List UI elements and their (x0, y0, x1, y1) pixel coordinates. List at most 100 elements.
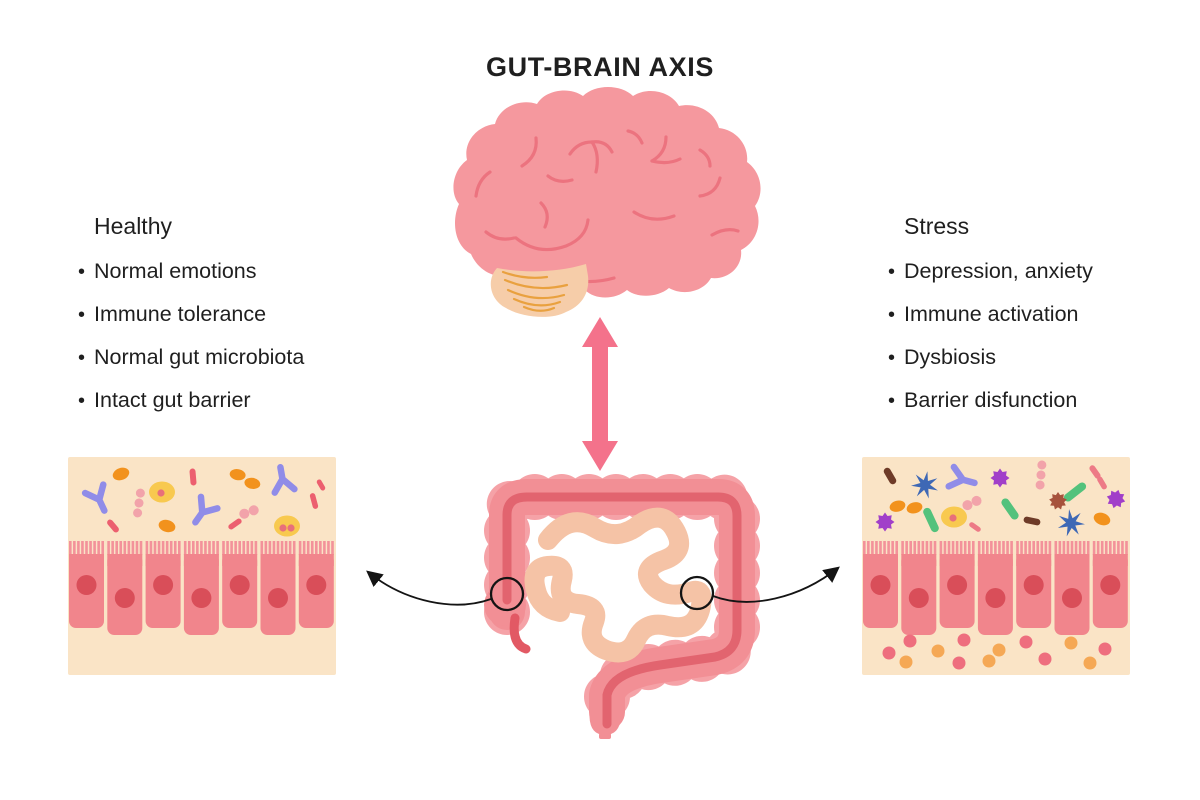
oval-microbe-icon (158, 519, 176, 533)
villi-line (967, 541, 971, 555)
gear-microbe-icon (875, 512, 895, 532)
villi-line (1070, 541, 1074, 555)
villi-line (1044, 541, 1048, 555)
villi-line (913, 541, 917, 555)
epithelial-cell-top (69, 554, 104, 566)
villi-line (909, 541, 912, 555)
healthy-heading: Healthy (94, 213, 172, 239)
villi-line (883, 541, 886, 555)
villi-line (292, 541, 296, 555)
blob-microbe-icon (274, 515, 300, 537)
leaked-molecule-dot (1083, 656, 1097, 670)
villi-line (331, 541, 334, 555)
chain-microbe-icon (133, 488, 145, 518)
villi-line (1100, 541, 1104, 555)
villi-line (97, 541, 100, 555)
villi-line (115, 541, 118, 555)
stress-heading: Stress (904, 213, 970, 239)
cell-nucleus (268, 588, 288, 608)
connector-arrow-left (366, 570, 492, 606)
rod-microbe-icon (923, 507, 939, 533)
villi-line (1092, 541, 1096, 555)
cell-nucleus (306, 575, 327, 595)
stress-barrier-panel (862, 457, 1130, 675)
villi-line (1036, 541, 1040, 555)
villi-line (1006, 541, 1009, 555)
leaked-molecule-dot (992, 643, 1006, 657)
brain-gut-arrow (582, 317, 618, 471)
gear-microbe-icon (1106, 489, 1126, 509)
magnifier-circle-right (679, 575, 715, 611)
villi-line (1040, 541, 1044, 555)
villi-line (986, 541, 989, 555)
villi-line (107, 541, 110, 555)
microbiota-layer (875, 460, 1126, 537)
villi-line (929, 541, 933, 555)
villi-line (264, 541, 268, 555)
villi-line (165, 541, 169, 555)
villi-line (895, 541, 898, 555)
villi-line (879, 541, 882, 555)
leaked-molecule-dot (882, 646, 896, 660)
rectum-tip (599, 733, 611, 739)
villi-line (123, 541, 127, 555)
villi-line (990, 541, 993, 555)
colon-inner-line (502, 492, 742, 729)
villi-line (192, 541, 195, 555)
healthy-list-item: Normal emotions (78, 260, 378, 283)
stress-list-item: Dysbiosis (888, 346, 1188, 369)
villi-line (254, 541, 258, 555)
villi-line (1020, 541, 1023, 555)
villi-line (1002, 541, 1005, 555)
villi-line (173, 541, 177, 555)
pair-microbe-icon (962, 495, 982, 511)
villi-line (73, 541, 76, 555)
blob-microbe-icon (149, 481, 175, 503)
stress-list-item: Barrier disfunction (888, 389, 1188, 412)
cell-nucleus (153, 575, 174, 595)
villi-line (323, 541, 326, 555)
healthy-column: Healthy Normal emotionsImmune toleranceN… (78, 213, 378, 412)
villi-line (951, 541, 955, 555)
villi-line (226, 541, 229, 555)
rod-microbe-icon (1023, 516, 1041, 526)
villi-line (183, 541, 187, 555)
villi-line (260, 541, 264, 555)
villi-line (216, 541, 219, 555)
villi-line (933, 541, 937, 555)
rod-microbe-icon (316, 479, 326, 491)
villi-line (1058, 541, 1062, 555)
rod-microbe-icon (1063, 482, 1087, 502)
leaked-molecule-dot (1098, 642, 1112, 656)
healthy-list-item: Immune tolerance (78, 303, 378, 326)
villi-line (1074, 541, 1078, 555)
epithelial-cell-top (939, 554, 975, 566)
villi-line (178, 541, 181, 555)
cell-nucleus (870, 575, 891, 595)
villi-line (284, 541, 288, 555)
cell-nucleus (229, 575, 250, 595)
healthy-barrier-panel (68, 457, 336, 675)
epithelial-cell-top (298, 554, 334, 566)
antibody-microbe-icon (945, 463, 978, 490)
villi-line (994, 541, 997, 555)
leaked-molecule-dot (1019, 635, 1033, 649)
villi-line (867, 541, 870, 555)
villi-line (139, 541, 143, 555)
stress-list-item: Depression, anxiety (888, 260, 1188, 283)
villi-line (208, 541, 211, 555)
villi-line (1054, 541, 1058, 555)
villi-line (169, 541, 173, 555)
villi-line (69, 541, 72, 555)
antibody-microbe-icon (81, 481, 108, 514)
healthy-list-item: Intact gut barrier (78, 389, 378, 412)
villi-line (1066, 541, 1070, 555)
villi-line (1048, 541, 1052, 555)
villi-line (963, 541, 967, 555)
villi-line (319, 541, 322, 555)
villi-line (981, 541, 985, 555)
villi-line (153, 541, 157, 555)
colon-haustra (484, 474, 760, 735)
villi-line (280, 541, 284, 555)
epithelial-cell-top (1016, 554, 1052, 566)
